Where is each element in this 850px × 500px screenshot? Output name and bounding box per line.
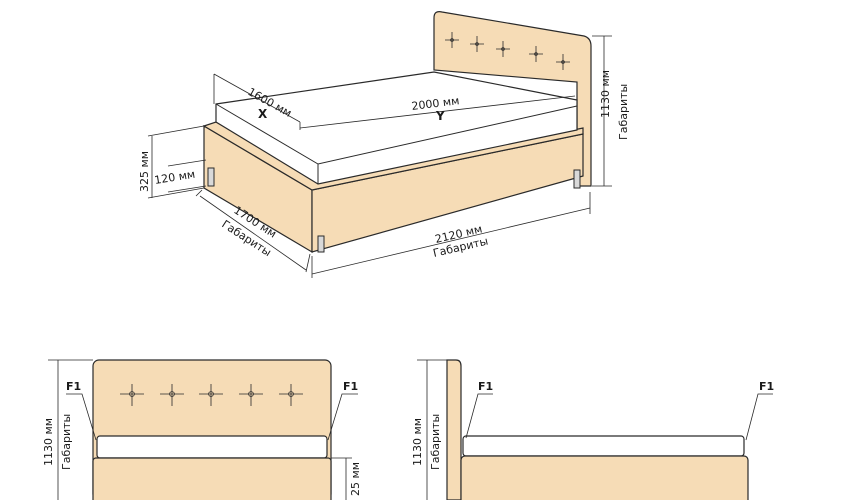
side-height-label: 1130 мм	[411, 418, 424, 466]
iso-height-label: 1130 мм	[599, 70, 612, 118]
button-tuft-icon	[199, 384, 223, 406]
button-tuft-icon	[160, 384, 184, 406]
side-mattress	[462, 435, 745, 457]
iso-length-label: 2000 мм	[411, 94, 460, 113]
isometric-view: 1600 мм X 2000 мм Y 1130 мм Габариты 212…	[138, 11, 630, 278]
front-tuft-buttons	[120, 384, 303, 406]
iso-height-caption: Габариты	[617, 84, 630, 140]
button-tuft-icon	[445, 32, 459, 48]
button-tuft-icon	[556, 54, 570, 70]
front-view: 1130 мм Габариты F1 F1 25 мм	[42, 359, 362, 500]
button-tuft-icon	[120, 384, 144, 406]
iso-mattress	[215, 71, 578, 185]
iso-leg-height-label: 120 мм	[153, 168, 196, 187]
button-tuft-icon	[496, 41, 510, 57]
iso-width-axis: X	[258, 107, 268, 121]
side-base	[460, 455, 749, 500]
iso-tuft-buttons	[445, 32, 570, 70]
side-right-marker: F1	[759, 380, 774, 393]
side-height-caption: Габариты	[429, 414, 442, 470]
iso-leg	[317, 235, 325, 253]
button-tuft-icon	[470, 36, 484, 52]
iso-headboard	[433, 11, 592, 187]
front-height-caption: Габариты	[60, 414, 73, 470]
button-tuft-icon	[279, 384, 303, 406]
side-view: 1130 мм Габариты F1 F1	[411, 359, 774, 500]
front-height-label: 1130 мм	[42, 418, 55, 466]
front-right-marker: F1	[343, 380, 358, 393]
side-headboard	[446, 359, 462, 500]
side-left-marker: F1	[478, 380, 493, 393]
iso-leg	[573, 169, 581, 189]
front-mattress	[96, 435, 328, 459]
iso-frame-height-label: 325 мм	[138, 151, 151, 192]
front-base	[92, 457, 332, 500]
front-side-dim-label: 25 мм	[349, 462, 362, 496]
button-tuft-icon	[239, 384, 263, 406]
iso-length-axis: Y	[435, 109, 445, 123]
iso-leg	[207, 167, 215, 187]
button-tuft-icon	[529, 46, 543, 62]
front-left-marker: F1	[66, 380, 81, 393]
